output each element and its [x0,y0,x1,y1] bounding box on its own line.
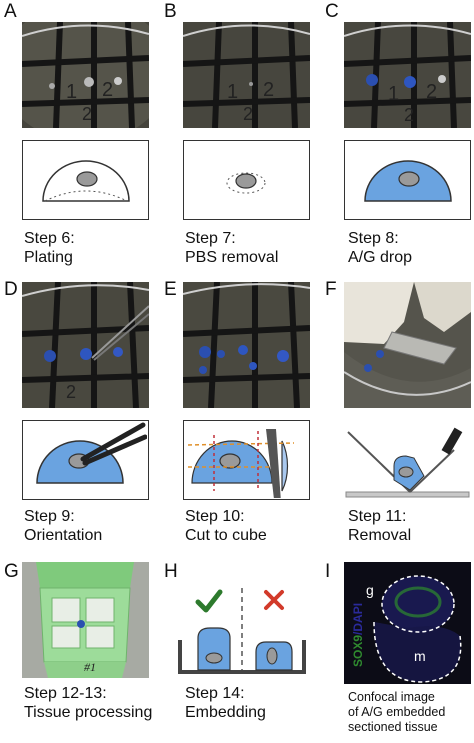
photo-cassette: #1 [22,562,149,678]
svg-text:1: 1 [388,83,399,105]
panel-letter-a: A [4,1,17,22]
photo-cassette-svg [22,562,149,678]
panel-letter-f: F [325,279,337,300]
svg-text:2: 2 [82,104,92,124]
photo-confocal-svg [344,562,471,684]
schematic-pbs-removal-svg [226,172,266,194]
svg-text:2: 2 [102,79,113,101]
svg-text:2: 2 [263,79,274,101]
caption-line2-i: of A/G embedded [348,705,446,719]
stain-label-sep: / [351,631,365,635]
photo-orientation-svg: 2 [22,282,149,408]
caption-label-h: Embedding [185,704,266,721]
stain-label: SOX9/DAPI [351,571,365,667]
caption-step-c: Step 8: [348,230,399,247]
svg-text:2: 2 [426,81,437,103]
schematic-orientation [22,420,149,500]
svg-text:2: 2 [66,382,76,402]
schematic-pbs-removal [183,140,310,220]
svg-text:2: 2 [404,105,414,125]
tweezers-icon [80,422,147,466]
region-label-g: g [366,582,374,598]
schematic-embedding-svg [178,588,306,674]
caption-label-g: Tissue processing [24,704,153,721]
svg-text:2: 2 [243,104,253,124]
cross-icon [264,590,284,610]
caption-line1-i: Confocal image [348,690,435,704]
schematic-removal-svg [345,427,470,498]
photo-confocal: g m SOX9/DAPI [344,562,471,684]
caption-line3-i: sectioned tissue [348,720,438,734]
schematic-cut-to-cube-svg [187,429,295,498]
caption-label-b: PBS removal [185,249,279,266]
caption-step-a: Step 6: [24,230,75,247]
blade-icon [441,427,463,455]
svg-text:1: 1 [227,81,238,103]
region-label-m: m [414,648,426,664]
schematic-cut-to-cube [183,420,310,500]
photo-removal [344,282,471,408]
schematic-ag-drop [344,140,471,220]
caption-step-b: Step 7: [185,230,236,247]
svg-text:1: 1 [66,81,77,103]
panel-letter-h: H [164,561,178,582]
panel-letter-b: B [164,1,177,22]
schematic-orientation-svg [36,422,147,484]
caption-step-h: Step 14: [185,685,245,702]
blade-icon [266,429,281,498]
caption-label-d: Orientation [24,527,103,544]
schematic-removal [344,420,471,500]
panel-letter-i: I [325,561,331,582]
cassette-label: #1 [84,660,96,674]
photo-orientation: 2 [22,282,149,408]
schematic-ag-drop-svg [364,160,452,202]
caption-label-a: Plating [24,249,73,266]
caption-step-d: Step 9: [24,508,75,525]
panel-letter-c: C [325,1,339,22]
photo-cut-to-cube-svg [183,282,310,408]
caption-label-c: A/G drop [348,249,413,266]
panel-letter-g: G [4,561,19,582]
panel-letter-d: D [4,279,18,300]
schematic-embedding [176,582,308,678]
schematic-plating [22,140,149,220]
caption-label-f: Removal [348,527,412,544]
stain-label-dapi: DAPI [351,602,365,632]
panel-letter-e: E [164,279,177,300]
caption-step-f: Step 11: [348,508,407,525]
caption-step-g: Step 12-13: [24,685,107,702]
photo-removal-svg [344,282,471,408]
stain-label-sox9: SOX9 [351,634,365,667]
caption-step-e: Step 10: [185,508,245,525]
schematic-plating-svg [42,160,130,202]
checkmark-icon [195,589,223,613]
photo-cut-to-cube [183,282,310,408]
caption-label-e: Cut to cube [185,527,267,544]
